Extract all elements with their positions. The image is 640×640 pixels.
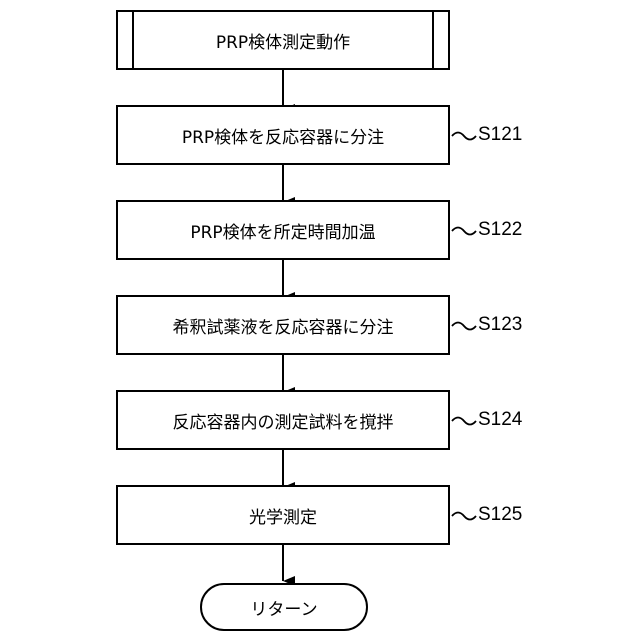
step-label: 反応容器内の測定試料を撹拌 xyxy=(173,408,394,433)
tilde-s123 xyxy=(452,323,476,330)
return-label: リターン xyxy=(250,595,317,620)
tilde-s121 xyxy=(452,133,476,140)
step-label: PRP検体を所定時間加温 xyxy=(190,218,375,243)
step-id-s123: S123 xyxy=(478,314,522,336)
process-box-s124: 反応容器内の測定試料を撹拌 xyxy=(116,390,450,450)
start-label: PRP検体測定動作 xyxy=(216,28,350,53)
step-label: 光学測定 xyxy=(249,503,317,528)
process-box-s122: PRP検体を所定時間加温 xyxy=(116,200,450,260)
start-subroutine-box: PRP検体測定動作 xyxy=(116,10,450,70)
subroutine-bar-right xyxy=(432,12,434,68)
process-box-s121: PRP検体を反応容器に分注 xyxy=(116,105,450,165)
return-terminal: リターン xyxy=(200,583,368,631)
step-id-s125: S125 xyxy=(478,504,522,526)
tilde-s122 xyxy=(452,228,476,235)
tilde-s125 xyxy=(452,513,476,520)
step-id-s122: S122 xyxy=(478,219,522,241)
process-box-s123: 希釈試薬液を反応容器に分注 xyxy=(116,295,450,355)
step-label: PRP検体を反応容器に分注 xyxy=(182,123,384,148)
subroutine-bar-left xyxy=(132,12,134,68)
process-box-s125: 光学測定 xyxy=(116,485,450,545)
step-label: 希釈試薬液を反応容器に分注 xyxy=(173,313,394,338)
tilde-s124 xyxy=(452,418,476,425)
step-id-s124: S124 xyxy=(478,409,522,431)
step-id-s121: S121 xyxy=(478,124,522,146)
